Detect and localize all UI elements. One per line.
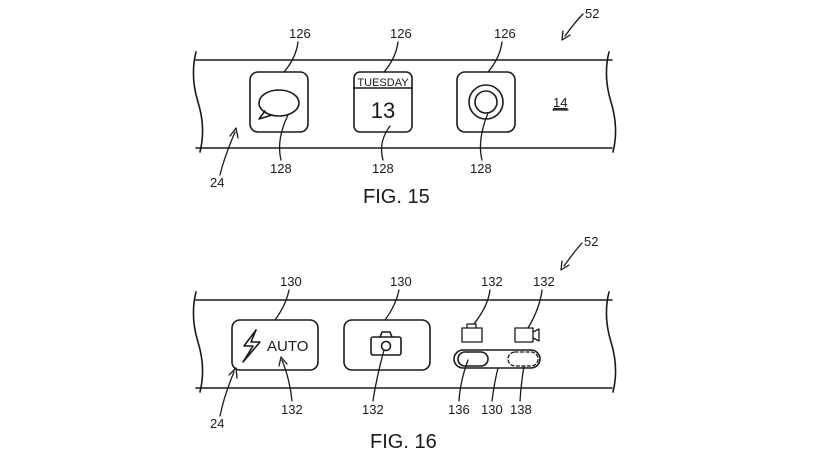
speech-bubble-icon xyxy=(258,89,300,120)
fig15-arrowhead-52 xyxy=(561,30,571,41)
fig15-ref-128-c: 128 xyxy=(470,161,492,176)
fig16-ref-24: 24 xyxy=(210,416,224,431)
fig16-leader-130-a xyxy=(274,289,290,321)
fig15-ref-126-b: 126 xyxy=(390,26,412,41)
calendar-day-label: TUESDAY xyxy=(357,77,409,89)
fig16-leader-130-b xyxy=(384,289,400,321)
calendar-date-label: 13 xyxy=(371,98,395,123)
fig16-ref-132-b: 132 xyxy=(362,402,384,417)
video-mode-icon xyxy=(514,327,540,343)
fig16-ref-130-a: 130 xyxy=(280,274,302,289)
fig16-ref-130-b: 130 xyxy=(390,274,412,289)
fig16-ref-132-a: 132 xyxy=(281,402,303,417)
fig15-leader-126-a xyxy=(283,41,299,73)
fig15-arrowhead-24 xyxy=(229,127,239,139)
fig15-ref-128-a: 128 xyxy=(270,161,292,176)
lightning-icon xyxy=(242,329,261,363)
fig15-ref-14: 14 xyxy=(553,95,567,110)
fig16-ref-136: 136 xyxy=(448,402,470,417)
calendar-icon: TUESDAY 13 xyxy=(353,77,413,123)
fig15-break-right xyxy=(605,51,617,153)
fig16: 52 AUTO 130 xyxy=(192,234,617,453)
fig15-arrow-52 xyxy=(564,13,584,37)
fig15-leader-126-c xyxy=(487,41,503,73)
fig16-leader-132-b xyxy=(372,349,385,402)
fig15-leader-128-b xyxy=(380,125,391,161)
fig15-messages-button xyxy=(249,71,309,133)
fig15-leader-128-c xyxy=(479,112,489,161)
fig16-ref-138: 138 xyxy=(510,402,532,417)
fig16-ref-52: 52 xyxy=(584,234,598,249)
flash-auto-label: AUTO xyxy=(267,338,308,355)
fig15-ref-126-c: 126 xyxy=(494,26,516,41)
fig15-ref-128-b: 128 xyxy=(372,161,394,176)
mode-slider-alt-position xyxy=(507,351,539,367)
fig15: 52 TUESDAY 13 14 126 xyxy=(192,6,617,208)
fig16-leader-136 xyxy=(458,359,469,402)
mode-slider-knob xyxy=(457,351,489,367)
fig15-calendar-button xyxy=(353,71,413,133)
fig16-arrow-52 xyxy=(563,242,583,267)
fig16-ref-132-video: 132 xyxy=(533,274,555,289)
fig16-leader-138 xyxy=(519,365,525,402)
fig16-leader-132-photo xyxy=(473,289,491,325)
fig15-arrow-24 xyxy=(219,131,236,176)
fig15-ref-52: 52 xyxy=(585,6,599,21)
fig15-leader-126-b xyxy=(383,41,399,73)
fig16-arrowhead-52 xyxy=(560,260,570,271)
fig16-arrow-24 xyxy=(219,371,235,417)
fig15-leader-128-a xyxy=(278,114,289,161)
photo-mode-icon xyxy=(461,323,483,343)
camera-icon xyxy=(370,331,402,356)
mode-slider-track xyxy=(453,349,541,369)
fig16-leader-132-video xyxy=(527,289,543,329)
fig15-ref-24: 24 xyxy=(210,175,224,190)
fig16-break-left xyxy=(192,291,204,393)
camera-button xyxy=(343,319,431,371)
fig16-break-right xyxy=(605,291,617,393)
fig16-caption: FIG. 16 xyxy=(370,431,437,453)
fig16-arrowhead-132-a xyxy=(278,356,288,367)
fig16-leader-130-slider xyxy=(491,367,499,402)
fig15-ref-126-a: 126 xyxy=(289,26,311,41)
fig16-ref-132-photo: 132 xyxy=(481,274,503,289)
fig16-arrowhead-24 xyxy=(228,367,238,379)
fig16-leader-132-a xyxy=(281,359,293,402)
fig15-record-button xyxy=(456,71,516,133)
fig15-break-left xyxy=(192,51,204,153)
fig15-caption: FIG. 15 xyxy=(363,186,430,208)
fig16-ref-130-slider: 130 xyxy=(481,402,503,417)
record-button-icon xyxy=(468,84,504,120)
